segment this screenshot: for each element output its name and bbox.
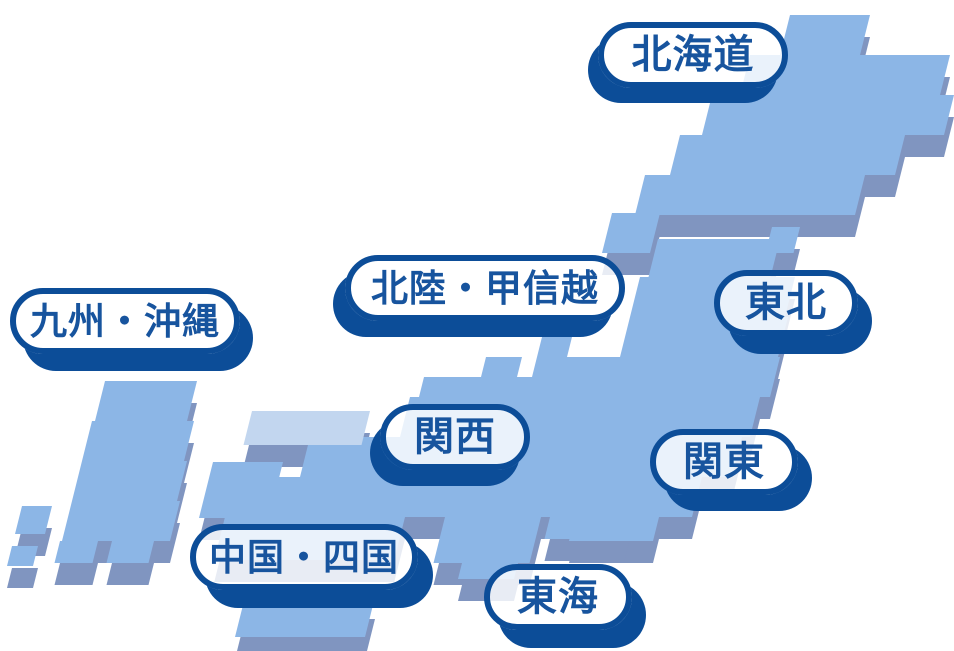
map-tile (780, 15, 870, 55)
map-tile (82, 421, 194, 461)
region-pill-hokuriku-koshinetsu[interactable]: 北陸・甲信越 (345, 255, 625, 321)
region-pill-chugoku-shikoku-label: 中国・四国 (209, 536, 399, 578)
map-tile (54, 541, 98, 563)
region-pill-tohoku-label: 東北 (745, 281, 827, 325)
map-tile (243, 411, 370, 445)
region-pill-hokkaido[interactable]: 北海道 (598, 22, 788, 88)
map-tile (199, 462, 283, 518)
map-tile (635, 175, 865, 215)
map-tile (15, 506, 52, 534)
map-tile (481, 357, 522, 377)
map-tile (418, 377, 548, 401)
map-tile (7, 546, 38, 566)
map-tile (740, 55, 950, 95)
map-tile (7, 568, 38, 588)
map-tile (670, 135, 905, 175)
map-tile (106, 541, 154, 563)
map-tile (54, 563, 98, 585)
map-tile (72, 461, 187, 501)
region-pill-kansai-label: 関西 (414, 415, 496, 459)
region-pill-kyushu-okinawa[interactable]: 九州・沖縄 (10, 288, 240, 354)
region-pill-tohoku[interactable]: 東北 (714, 270, 858, 336)
map-tile (702, 95, 954, 135)
map-tile (235, 597, 375, 637)
region-pill-kanto-label: 関東 (683, 440, 765, 484)
map-tile (230, 477, 620, 517)
region-pill-kansai[interactable]: 関西 (380, 404, 530, 470)
map-tile (532, 337, 572, 377)
region-pill-kanto[interactable]: 関東 (650, 429, 798, 495)
region-pill-kyushu-okinawa-label: 九州・沖縄 (30, 300, 220, 342)
map-tile (433, 517, 541, 563)
map-tile (544, 539, 630, 561)
region-pill-hokkaido-label: 北海道 (631, 33, 755, 77)
map-tile (106, 563, 154, 585)
map-tile (648, 239, 780, 277)
region-pill-tokai-label: 東海 (517, 575, 599, 619)
map-tile (95, 381, 197, 421)
map-tile (62, 501, 180, 541)
map-tile (535, 357, 780, 397)
region-pill-chugoku-shikoku[interactable]: 中国・四国 (190, 524, 418, 590)
region-pill-tokai[interactable]: 東海 (484, 564, 632, 630)
map-tile (544, 517, 630, 539)
map-tile (602, 213, 660, 253)
region-pill-hokuriku-koshinetsu-label: 北陸・甲信越 (371, 267, 599, 309)
